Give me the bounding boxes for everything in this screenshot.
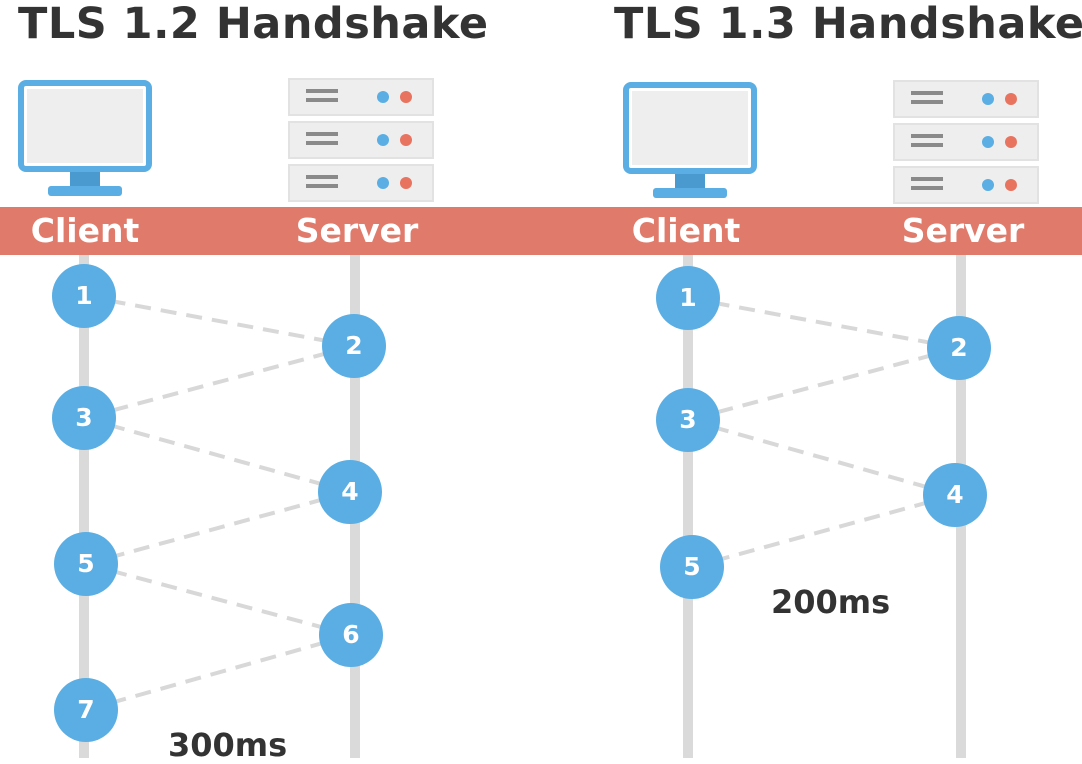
tls12-step-3: 3	[52, 386, 116, 450]
tls12-msg-6-7	[85, 633, 352, 712]
tls12-step-2: 2	[322, 314, 386, 378]
tls13-server-rack-icon	[893, 80, 1039, 204]
tls12-duration: 300ms	[168, 726, 288, 764]
tls12-client-label: Client	[30, 211, 140, 250]
tls12-step-1: 1	[52, 264, 116, 328]
tls12-server-rack-icon	[288, 78, 434, 202]
tls13-client-monitor-icon	[623, 82, 757, 198]
tls12-step-7: 7	[54, 678, 118, 742]
tls13-msg-4-5	[691, 493, 956, 569]
tls13-step-5: 5	[660, 535, 724, 599]
tls12-step-5: 5	[54, 532, 118, 596]
tls12-client-timeline	[79, 255, 89, 758]
tls12-title: TLS 1.2 Handshake	[18, 0, 489, 49]
tls13-msg-2-3	[687, 346, 960, 422]
tls13-server-label: Server	[901, 211, 1025, 250]
tls12-step-4: 4	[318, 460, 382, 524]
tls13-step-3: 3	[656, 388, 720, 452]
tls13-step-4: 4	[923, 463, 987, 527]
tls13-msg-1-2	[687, 296, 960, 350]
tls13-step-2: 2	[927, 316, 991, 380]
tls12-msg-3-4	[83, 416, 351, 494]
tls13-msg-3-4	[687, 418, 956, 497]
tls13-client-timeline	[683, 255, 693, 758]
tls12-msg-2-3	[83, 344, 355, 420]
tls12-server-label: Server	[295, 211, 419, 250]
tls13-client-label: Client	[631, 211, 741, 250]
tls12-step-6: 6	[319, 603, 383, 667]
tls12-client-monitor-icon	[18, 80, 152, 196]
tls13-step-1: 1	[656, 266, 720, 330]
header-band	[0, 207, 1082, 255]
tls13-title: TLS 1.3 Handshake	[614, 0, 1082, 49]
tls12-msg-4-5	[85, 490, 351, 566]
tls13-duration: 200ms	[771, 583, 891, 621]
tls12-msg-1-2	[83, 294, 355, 348]
tls12-msg-5-6	[85, 562, 352, 637]
